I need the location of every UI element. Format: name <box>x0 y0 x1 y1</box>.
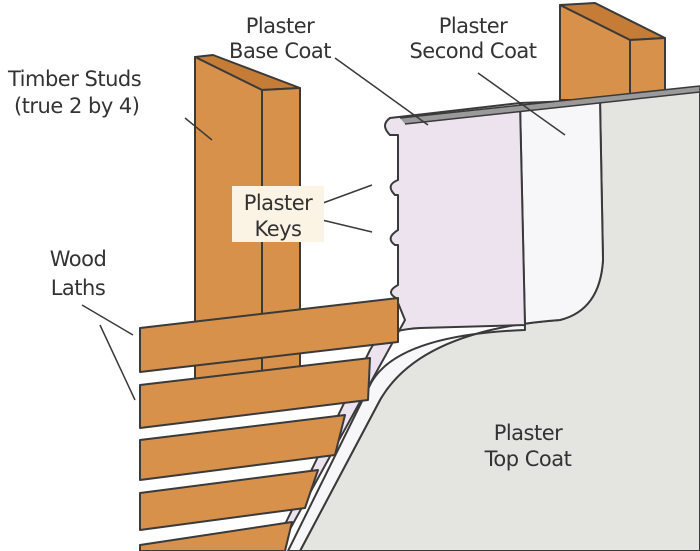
lath <box>139 297 399 373</box>
second-coat <box>287 99 604 551</box>
label-top-coat-1: Plaster <box>494 421 563 445</box>
lath <box>139 469 319 531</box>
label-laths-2: Laths <box>51 276 106 300</box>
label-keys-1: Plaster <box>244 191 313 215</box>
wood-laths <box>139 297 399 551</box>
label-top-coat-2: Top Coat <box>484 447 572 471</box>
label-base-coat-2: Base Coat <box>229 39 331 63</box>
label-second-coat-1: Plaster <box>439 14 508 38</box>
label-keys-2: Keys <box>254 217 301 241</box>
label-timber-studs-size: (true 2 by 4) <box>14 94 140 118</box>
label-base-coat-1: Plaster <box>246 14 315 38</box>
right-stud <box>559 2 666 101</box>
keys-label-bg <box>232 186 324 242</box>
labels: Timber Studs (true 2 by 4) Plaster Base … <box>7 14 572 471</box>
lath <box>139 521 293 551</box>
label-laths-1: Wood <box>50 247 107 271</box>
label-timber-studs: Timber Studs <box>7 67 141 91</box>
lath <box>139 414 346 481</box>
lath <box>139 357 371 429</box>
label-second-coat-2: Second Coat <box>409 39 536 63</box>
